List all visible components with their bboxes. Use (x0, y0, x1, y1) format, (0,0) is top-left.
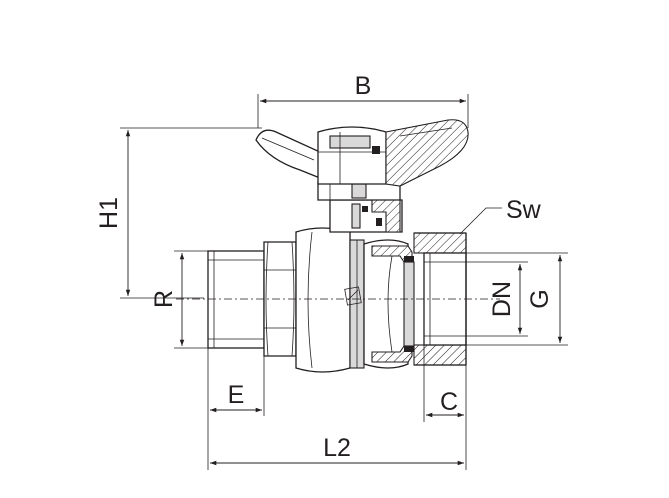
dimension-H1: H1 (95, 127, 262, 299)
dimension-G: G (466, 252, 568, 346)
dimension-Sw: Sw (459, 196, 542, 235)
section-cut (371, 245, 415, 363)
label-E: E (228, 381, 245, 409)
dimension-L2: L2 (210, 434, 464, 466)
dimension-E: E (207, 348, 265, 470)
dimension-DN: DN (466, 261, 528, 337)
label-L2: L2 (323, 434, 351, 462)
label-G: G (526, 289, 554, 308)
dimension-C: C (423, 345, 467, 470)
label-H1: H1 (95, 197, 123, 229)
stem-assembly (317, 181, 403, 233)
dimension-R: R (150, 250, 208, 349)
central-ball-housing (295, 227, 409, 373)
male-thread-end (207, 250, 265, 349)
label-R: R (150, 290, 178, 308)
butterfly-handle (255, 119, 469, 187)
label-C: C (440, 388, 458, 416)
dimension-B: B (257, 72, 469, 128)
valve-body (207, 227, 467, 373)
label-B: B (355, 72, 372, 100)
label-Sw: Sw (506, 196, 542, 224)
label-DN: DN (488, 281, 516, 317)
